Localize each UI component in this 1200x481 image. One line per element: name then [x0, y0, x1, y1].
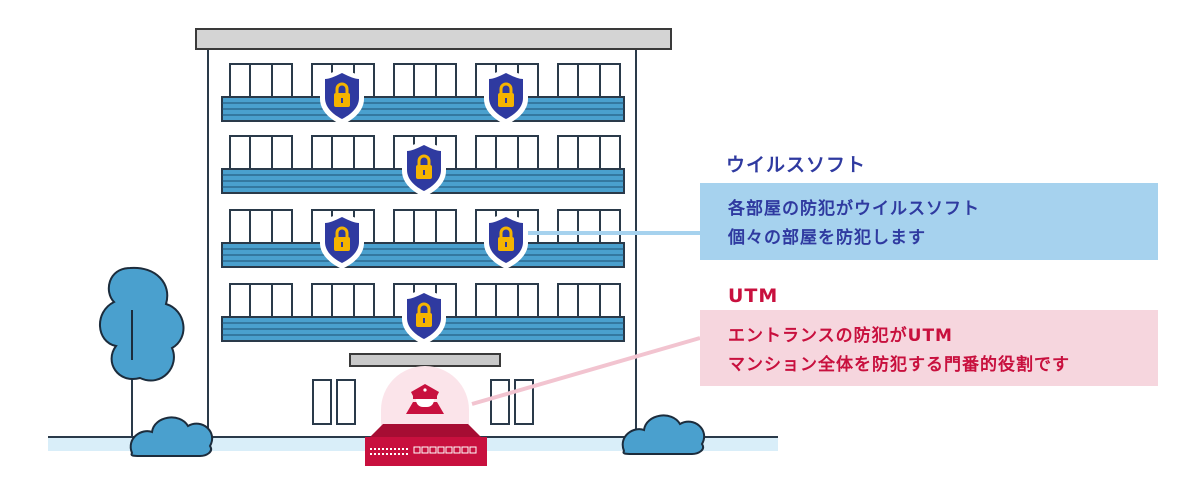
- utm-line-1: エントランスの防犯がUTM: [728, 326, 953, 346]
- shield-lock-icon: [484, 212, 528, 269]
- bush-icon: [621, 414, 705, 455]
- utm-appliance-icon: [365, 424, 487, 466]
- utm-connector-line: [471, 336, 701, 406]
- shields: [320, 68, 528, 345]
- roof: [195, 28, 672, 50]
- virus-software-description: 各部屋の防犯がウイルスソフト 個々の部屋を防犯します: [700, 183, 1158, 260]
- virus-software-line-1: 各部屋の防犯がウイルスソフト: [728, 199, 980, 219]
- shield-lock-icon: [320, 212, 364, 269]
- shield-lock-icon: [320, 68, 364, 125]
- ground-floor-windows: [312, 379, 534, 425]
- shield-lock-icon: [402, 288, 446, 345]
- shield-lock-icon: [402, 140, 446, 197]
- virus-software-line-2: 個々の部屋を防犯します: [728, 228, 926, 248]
- bush-icon: [129, 416, 213, 457]
- shield-lock-icon: [484, 68, 528, 125]
- utm-heading: UTM: [728, 285, 779, 307]
- virus-software-heading: ウイルスソフト: [726, 154, 867, 176]
- entrance-canopy: [349, 353, 501, 367]
- tree-icon: [99, 266, 185, 437]
- building-icon: [207, 50, 637, 437]
- utm-description: エントランスの防犯がUTM マンション全体を防犯する門番的役割です: [700, 310, 1158, 386]
- guard-icon: [406, 384, 444, 414]
- utm-line-2: マンション全体を防犯する門番的役割です: [728, 355, 1070, 375]
